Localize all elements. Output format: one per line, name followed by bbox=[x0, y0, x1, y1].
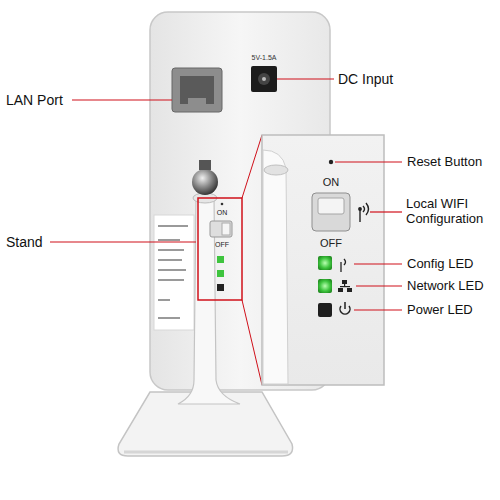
small-config-led bbox=[217, 256, 224, 263]
part-label: Power LED bbox=[407, 303, 473, 318]
dc-jack-hole bbox=[258, 73, 270, 85]
info-sticker bbox=[154, 215, 194, 330]
part-label: DC Input bbox=[338, 71, 393, 87]
part-label: LAN Port bbox=[6, 92, 63, 108]
zoom-line bbox=[242, 135, 262, 198]
leader-lines bbox=[50, 79, 402, 310]
part-label: Config LED bbox=[407, 257, 473, 272]
config-led bbox=[318, 256, 332, 270]
rating-text: 5V-1.5A bbox=[252, 54, 277, 62]
switch-mark: ON bbox=[217, 209, 228, 217]
wifi-icon bbox=[359, 203, 369, 222]
config-icon bbox=[341, 259, 346, 272]
ball-joint-stem bbox=[199, 160, 211, 170]
small-power-led bbox=[217, 284, 224, 291]
stand-base-edge bbox=[124, 451, 288, 454]
dc-jack-pin bbox=[262, 77, 266, 81]
wifi-switch-knob bbox=[318, 198, 344, 214]
lan-port-notch bbox=[188, 98, 206, 104]
reset-hole bbox=[329, 160, 333, 164]
small-switch bbox=[210, 221, 232, 237]
small-reset-dot bbox=[221, 203, 224, 206]
part-label: Stand bbox=[6, 234, 43, 250]
inset-stand-cap bbox=[264, 165, 288, 175]
small-network-led bbox=[217, 270, 224, 277]
zoom-inset bbox=[262, 135, 384, 385]
power-icon bbox=[340, 302, 350, 314]
ball-joint bbox=[192, 169, 218, 195]
network-led bbox=[318, 279, 332, 293]
part-label: Reset Button bbox=[407, 155, 482, 170]
inset-stand-part bbox=[263, 150, 288, 384]
sticker-text-lines bbox=[158, 226, 188, 318]
lan-port bbox=[172, 68, 222, 112]
part-label: Local WIFI Configuration bbox=[406, 197, 496, 227]
lan-port-inner bbox=[180, 76, 214, 104]
switch-mark: OFF bbox=[320, 237, 342, 250]
wifi-switch bbox=[312, 193, 350, 231]
highlight-box bbox=[198, 198, 242, 300]
switch-mark: OFF bbox=[215, 241, 229, 249]
power-led bbox=[318, 303, 332, 317]
zoom-line bbox=[242, 300, 262, 385]
network-icon bbox=[338, 280, 352, 292]
small-switch-knob bbox=[222, 223, 230, 235]
switch-mark: ON bbox=[323, 176, 340, 189]
dc-jack bbox=[251, 66, 277, 92]
part-label: Network LED bbox=[407, 279, 484, 294]
